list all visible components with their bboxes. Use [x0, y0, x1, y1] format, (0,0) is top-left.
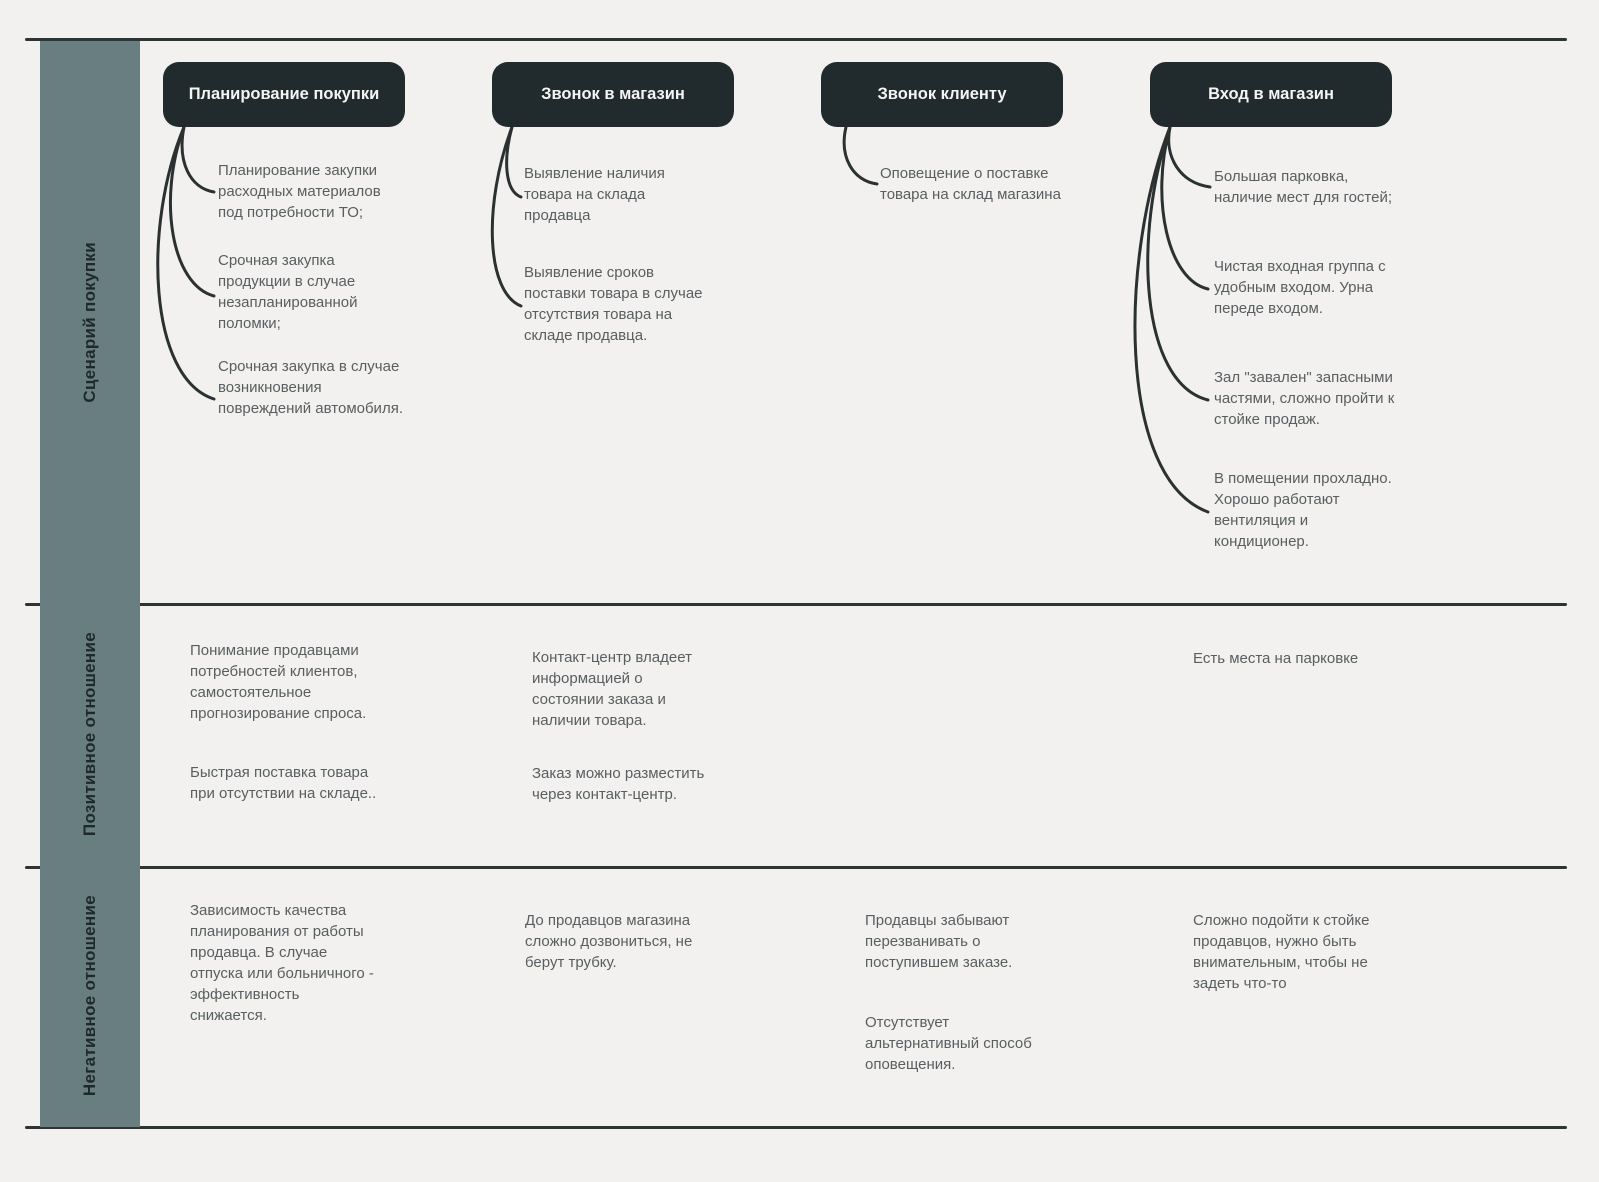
stage-header-label: Звонок в магазин [541, 85, 685, 103]
connector-curve [1133, 125, 1210, 514]
row-label-scenario: Сценарий покупки [40, 41, 140, 603]
scenario-note: Чистая входная группа с удобным входом. … [1214, 258, 1386, 317]
negative-note: До продавцов магазина сложно дозвониться… [525, 912, 693, 971]
row-labels-sidebar [40, 41, 140, 1127]
stage-header-label: Звонок клиенту [877, 85, 1007, 103]
row-label-positive: Позитивное отношение [40, 603, 140, 866]
top-border-line [25, 38, 1567, 41]
negative-note: Отсутствует альтернативный способ оповещ… [865, 1014, 1032, 1073]
connector-curve [842, 125, 879, 186]
stage-header-call-to-client: Звонок клиенту [821, 62, 1063, 127]
scenario-note: Срочная закупка в случае возникновения п… [218, 358, 403, 417]
scenario-note: Срочная закупка продукции в случае незап… [218, 252, 358, 332]
scenario-note: В помещении прохладно. Хорошо работают в… [1214, 470, 1392, 550]
connector-curve [1160, 125, 1210, 291]
scenario-note: Планирование закупки расходных материало… [218, 162, 381, 221]
stage-header-call-to-store: Звонок в магазин [492, 62, 734, 127]
negative-note: Сложно подойти к стойке продавцов, нужно… [1193, 912, 1370, 992]
row-divider-line-1 [25, 603, 1567, 606]
scenario-note: Выявление сроков поставки товара в случа… [524, 264, 703, 344]
positive-note: Понимание продавцами потребностей клиент… [190, 642, 367, 722]
positive-note: Заказ можно разместить через контакт-цен… [532, 765, 705, 803]
connector-curve [1167, 125, 1212, 189]
connector-curve [156, 125, 216, 401]
positive-note: Контакт-центр владеет информацией о сост… [532, 649, 692, 729]
connector-curve [180, 125, 216, 194]
row-divider-line-2 [25, 866, 1567, 869]
bottom-border-line [25, 1126, 1567, 1129]
row-label-text: Позитивное отношение [80, 632, 99, 837]
scenario-note: Выявление наличия товара на склада прода… [524, 165, 665, 224]
stage-header-store-entry: Вход в магазин [1150, 62, 1392, 127]
scenario-note: Зал "завален" запасными частями, сложно … [1214, 369, 1395, 428]
stage-header-label: Вход в магазин [1208, 85, 1334, 103]
positive-note: Есть места на парковке [1193, 650, 1359, 667]
connector-curve [1146, 125, 1210, 402]
connector-curve [490, 125, 523, 308]
row-label-negative: Негативное отношение [40, 866, 140, 1126]
connector-curve [168, 125, 216, 298]
row-label-text: Негативное отношение [80, 895, 99, 1097]
stage-header-label: Планирование покупки [188, 85, 380, 103]
negative-note: Зависимость качества планирования от раб… [190, 902, 374, 1024]
stage-header-purchase-planning: Планирование покупки [163, 62, 405, 127]
negative-note: Продавцы забывают перезванивать о поступ… [865, 912, 1013, 971]
connector-curve [505, 125, 523, 199]
scenario-note: Большая парковка, наличие мест для госте… [1214, 168, 1393, 206]
row-label-text: Сценарий покупки [80, 241, 99, 403]
scenario-note: Оповещение о поставке товара на склад ма… [880, 165, 1061, 203]
positive-note: Быстрая поставка товара при отсутствии н… [190, 764, 377, 802]
